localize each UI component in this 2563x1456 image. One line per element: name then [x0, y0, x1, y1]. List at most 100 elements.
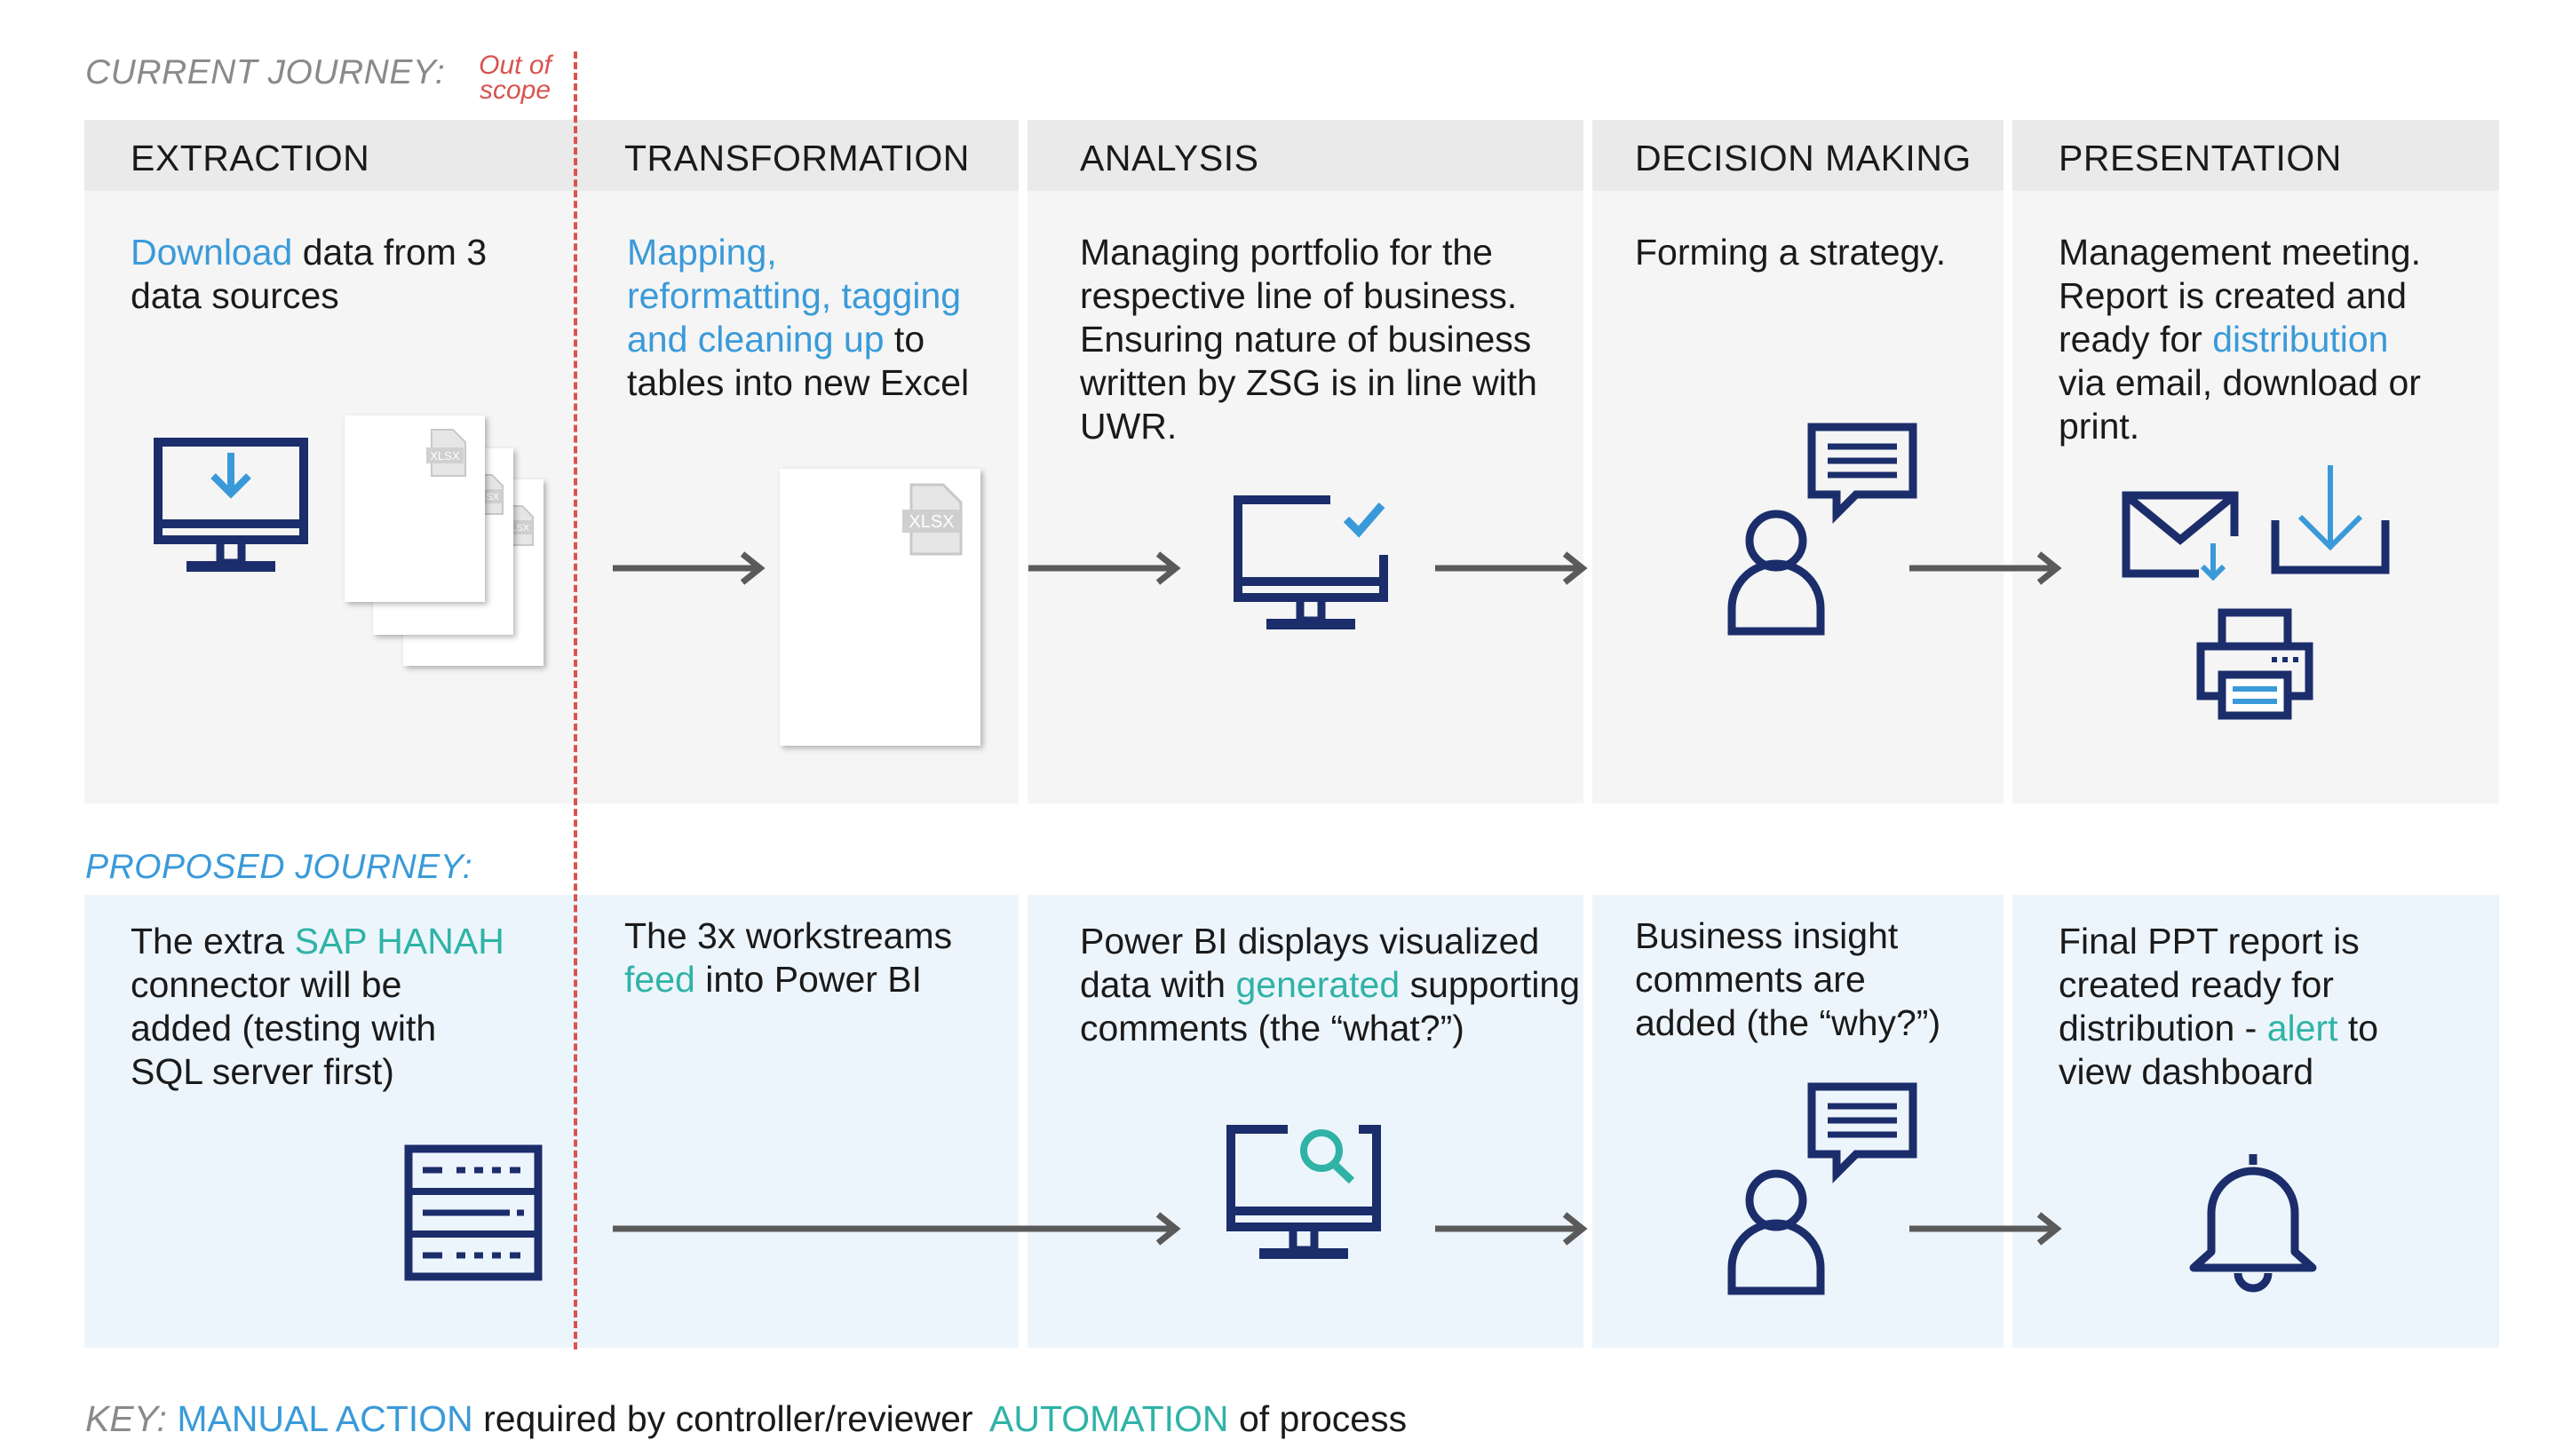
printer-icon	[2196, 608, 2313, 720]
proposed-transformation-text: The 3x workstreams feed into Power BI	[624, 914, 952, 1001]
header-bar-3	[1592, 120, 2004, 191]
text-span: to	[884, 319, 925, 360]
manual-cleaning: and cleaning up	[627, 319, 885, 360]
text-line: Management meeting.	[2059, 232, 2421, 273]
bell-icon	[2189, 1154, 2317, 1293]
text-span: The extra	[131, 921, 295, 961]
proposed-extraction-text: The extra SAP HANAH connector will be ad…	[131, 920, 504, 1094]
text-span: distribution -	[2059, 1008, 2267, 1048]
text-line: Ensuring nature of business	[1080, 319, 1532, 360]
monitor-check-icon	[1234, 495, 1388, 629]
key-manual-desc: required by controller/reviewer	[472, 1398, 973, 1439]
person-comment-icon	[1727, 423, 1917, 636]
text-line: Power BI displays visualized	[1080, 921, 1540, 961]
xlsx-document-front: XLSX	[345, 415, 485, 602]
text-line: Forming a strategy.	[1635, 232, 1947, 273]
text-line: Final PPT report is	[2059, 921, 2360, 961]
header-analysis: ANALYSIS	[1080, 138, 1259, 178]
text-line: view dashboard	[2059, 1051, 2314, 1092]
proposed-col-analysis	[1028, 895, 1583, 1348]
automation-generated: generated	[1235, 964, 1401, 1005]
header-decision-making: DECISION MAKING	[1635, 138, 1972, 178]
key-manual-action: MANUAL ACTION	[177, 1398, 473, 1439]
current-col-decision	[1592, 120, 2004, 803]
manual-reformatting: reformatting, tagging	[627, 275, 962, 316]
text-line: tables into new Excel	[627, 362, 970, 403]
current-presentation-text: Management meeting. Report is created an…	[2059, 231, 2421, 448]
person-comment-icon	[1727, 1082, 1917, 1295]
text-line: data sources	[131, 275, 339, 316]
current-journey-label: CURRENT JOURNEY:	[85, 53, 446, 91]
proposed-analysis-text: Power BI displays visualized data with g…	[1080, 920, 1580, 1050]
text-span: data from 3	[292, 232, 488, 273]
text-line: comments are	[1635, 959, 1866, 1000]
text-line: created ready for	[2059, 964, 2334, 1005]
xlsx-document-new: XLSX	[780, 469, 980, 746]
text-line: Business insight	[1635, 915, 1899, 956]
out-of-scope-label: Out of scope	[462, 51, 568, 105]
text-line: Managing portfolio for the	[1080, 232, 1493, 273]
text-line: via email, download or	[2059, 362, 2421, 403]
automation-feed: feed	[624, 959, 695, 1000]
proposed-col-decision	[1592, 895, 2004, 1348]
current-transformation-text: Mapping, reformatting, tagging and clean…	[627, 231, 969, 405]
proposed-col-extraction-transformation	[84, 895, 1019, 1348]
text-line: Report is created and	[2059, 275, 2408, 316]
server-icon	[404, 1144, 543, 1281]
arrow-right-icon	[1435, 551, 1588, 585]
header-bar-2	[1028, 120, 1583, 191]
text-line: connector will be	[131, 964, 402, 1005]
arrow-right-icon	[613, 551, 766, 585]
automation-alert: alert	[2266, 1008, 2338, 1048]
proposed-decision-text: Business insight comments are added (the…	[1635, 914, 1940, 1045]
header-presentation: PRESENTATION	[2059, 138, 2342, 178]
key-automation-desc: of process	[1228, 1398, 1408, 1439]
arrow-right-icon	[1028, 551, 1181, 585]
text-line: written by ZSG is in line with	[1080, 362, 1537, 403]
arrow-right-icon	[1435, 1212, 1588, 1246]
text-line: added (the “why?”)	[1635, 1002, 1941, 1043]
text-span: into Power BI	[694, 959, 923, 1000]
text-span: supporting	[1400, 964, 1581, 1005]
header-bar-4	[2012, 120, 2499, 191]
automation-sap-hanah: SAP HANAH	[294, 921, 504, 961]
manual-download: Download	[131, 232, 293, 273]
out-of-scope-line2: scope	[479, 75, 551, 105]
download-icon	[2271, 465, 2390, 574]
current-decision-text: Forming a strategy.	[1635, 231, 1946, 274]
proposed-col-presentation	[2012, 895, 2499, 1348]
current-analysis-text: Managing portfolio for the respective li…	[1080, 231, 1537, 448]
arrow-right-long-icon	[613, 1212, 1181, 1246]
monitor-search-icon	[1226, 1125, 1381, 1259]
text-span: ready for	[2059, 319, 2213, 360]
manual-mapping: Mapping,	[627, 232, 777, 273]
text-line: print.	[2059, 406, 2140, 447]
text-span: to	[2337, 1008, 2379, 1048]
text-line: UWR.	[1080, 406, 1178, 447]
key-automation: AUTOMATION	[989, 1398, 1229, 1439]
header-extraction: EXTRACTION	[131, 138, 370, 178]
out-of-scope-line1: Out of	[479, 51, 551, 80]
xlsx-file-icon: XLSX	[426, 429, 466, 477]
key-automation-legend: AUTOMATION of process	[989, 1398, 1407, 1440]
text-line: SQL server first)	[131, 1051, 394, 1092]
current-col-analysis	[1028, 120, 1583, 803]
email-download-icon	[2122, 491, 2239, 582]
proposed-journey-label: PROPOSED JOURNEY:	[85, 848, 473, 886]
text-line: respective line of business.	[1080, 275, 1518, 316]
text-line: comments (the “what?”)	[1080, 1008, 1464, 1048]
manual-distribution: distribution	[2212, 319, 2389, 360]
current-extraction-text: Download data from 3 data sources	[131, 231, 487, 318]
header-bar-1	[84, 120, 1019, 191]
header-transformation: TRANSFORMATION	[624, 138, 970, 178]
xlsx-label: XLSX	[430, 449, 460, 463]
text-line: The 3x workstreams	[624, 915, 953, 956]
xlsx-file-icon: XLSX	[902, 483, 963, 556]
arrow-right-icon	[1909, 1212, 2062, 1246]
xlsx-label: XLSX	[909, 512, 954, 532]
text-line: added (testing with	[131, 1008, 437, 1048]
text-span: data with	[1080, 964, 1236, 1005]
out-of-scope-divider	[574, 51, 577, 1349]
key-legend: KEY: MANUAL ACTION required by controlle…	[85, 1398, 973, 1440]
